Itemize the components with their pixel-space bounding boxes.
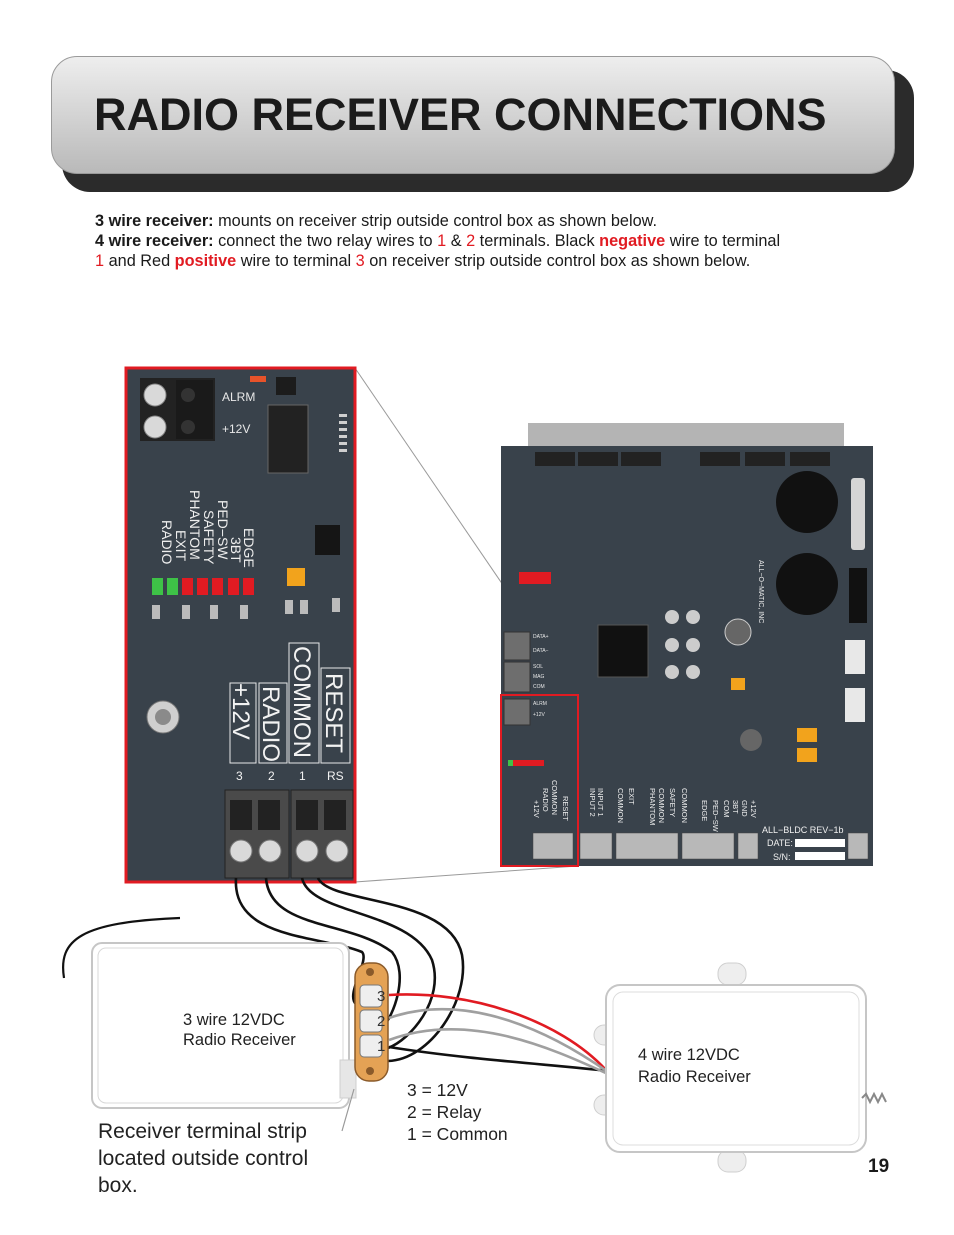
board-bl-6: COMMON: [616, 788, 625, 823]
title-banner: RADIO RECEIVER CONNECTIONS: [51, 56, 895, 174]
input-label-radio: RADIO: [159, 520, 175, 564]
board-bl-15: 3BT: [731, 800, 740, 814]
board-12v: +12V: [533, 712, 545, 718]
board-bl-11: COMMON: [680, 788, 689, 823]
legend-relay: 2 = Relay: [407, 1102, 482, 1122]
input-label-edge: EDGE: [241, 528, 257, 568]
board-date-label: DATE:: [767, 838, 793, 848]
zoom-line-bottom: [354, 865, 579, 883]
strip-caption-line1: Receiver terminal strip: [98, 1120, 307, 1143]
board-bl-13: PED−SW: [711, 800, 720, 833]
board-brand: ALL−O−MATIC, INC: [757, 560, 764, 623]
amp-text: &: [446, 232, 467, 250]
strip-number-2: 2: [377, 1013, 385, 1030]
board-bl-0: +12V: [532, 800, 541, 818]
board-com: COM: [533, 684, 545, 690]
receiver3-line2: Radio Receiver: [183, 1031, 296, 1049]
zoom-leds: [152, 578, 254, 595]
terminal-1-ref: 1: [437, 232, 447, 250]
strip-number-3: 3: [377, 988, 385, 1005]
three-wire-text: mounts on receiver strip outside control…: [213, 212, 658, 230]
receiver3-line1: 3 wire 12VDC: [183, 1011, 285, 1029]
antenna-wire: [62, 916, 181, 979]
wires-gray: [388, 1008, 609, 1076]
three-wire-receiver: [91, 942, 357, 1109]
line3-text-c: on receiver strip outside control box as…: [364, 252, 751, 270]
four-wire-receiver: [593, 962, 887, 1173]
board-bl-12: EDGE: [700, 800, 709, 821]
zoom-common-label: COMMON: [288, 646, 315, 758]
four-wire-label: 4 wire receiver:: [95, 232, 214, 250]
terminal-legend: 3 = 12V 2 = Relay 1 = Common: [407, 1079, 508, 1145]
three-wire-label: 3 wire receiver:: [95, 212, 214, 230]
board-bl-14: COM: [722, 800, 731, 818]
zoom-terminal-1: 1: [299, 769, 306, 783]
board-bl-16: GND: [740, 800, 749, 817]
alrm-label: ALRM: [222, 390, 255, 404]
terminal-3-ref: 3: [355, 252, 365, 270]
terminal-2-ref: 2: [466, 232, 476, 250]
intro-line-3: 1 and Red positive wire to terminal 3 on…: [95, 251, 895, 271]
input-label-ped-sw: PED−SW: [215, 500, 231, 560]
receiver-terminal-strip: 3 2 1: [354, 962, 389, 1082]
zoom-reset-label: RESET: [320, 673, 347, 753]
zoom-terminal-rs: RS: [327, 769, 344, 783]
board-alrm: ALRM: [533, 701, 547, 707]
board-bl-5: INPUT 1: [596, 788, 605, 817]
board-sn-label: S/N:: [773, 852, 791, 862]
input-label-3bt: 3BT: [228, 537, 244, 563]
board-bl-9: COMMON: [657, 788, 666, 823]
strip-number-1: 1: [377, 1038, 385, 1055]
strip-caption-leader: [341, 1088, 355, 1132]
four-wire-text-a: connect the two relay wires to: [213, 232, 438, 250]
four-wire-text-c: wire to terminal: [665, 232, 781, 250]
main-control-board: DATA+ DATA− SOL MAG COM ALRM +12V +12V R…: [500, 423, 873, 867]
board-bl-4: INPUT 2: [588, 788, 597, 817]
intro-text: 3 wire receiver: mounts on receiver stri…: [95, 211, 895, 271]
board-mag: MAG: [533, 674, 545, 680]
page-title: RADIO RECEIVER CONNECTIONS: [94, 89, 827, 140]
board-bl-10: SAFETY: [668, 788, 677, 817]
input-label-exit: EXIT: [173, 530, 189, 562]
four-wire-text-b: terminals. Black: [475, 232, 600, 250]
strip-caption: Receiver terminal strip located outside …: [98, 1118, 308, 1199]
strip-caption-line3: box.: [98, 1174, 138, 1197]
zoom-highlight-box: [500, 694, 579, 867]
board-bl-17: +12V: [749, 800, 758, 818]
wire-red: [388, 993, 607, 1071]
positive-word: positive: [174, 252, 237, 270]
zoom-terminal-2: 2: [268, 769, 275, 783]
receiver4-line1: 4 wire 12VDC: [638, 1046, 740, 1064]
legend-common: 1 = Common: [407, 1124, 508, 1144]
zoom-radio-label: RADIO: [257, 686, 284, 762]
input-label-phantom: PHANTOM: [187, 490, 203, 560]
board-sol: SOL: [533, 664, 543, 670]
zoom-12v-label: +12V: [227, 683, 254, 740]
strip-caption-line2: located outside control: [98, 1147, 309, 1170]
line3-text-a: and Red: [104, 252, 175, 270]
legend-12v: 3 = 12V: [407, 1080, 468, 1100]
terminal-1-ref-b: 1: [95, 252, 105, 270]
board-bl-7: EXIT: [627, 788, 636, 805]
input-label-safety: SAFETY: [201, 510, 217, 565]
intro-line-2: 4 wire receiver: connect the two relay w…: [95, 231, 895, 251]
receiver4-line2: Radio Receiver: [638, 1068, 751, 1086]
page-number: 19: [868, 1156, 890, 1177]
negative-word: negative: [599, 232, 666, 250]
board-bl-8: PHANTOM: [648, 788, 657, 825]
v12-label: +12V: [222, 422, 250, 436]
board-bl-1: RADIO: [541, 788, 550, 812]
board-bl-2: COMMON: [550, 780, 559, 815]
zoom-terminal-3: 3: [236, 769, 243, 783]
line3-text-b: wire to terminal: [236, 252, 356, 270]
board-data-minus: DATA−: [533, 648, 549, 654]
board-bl-3: RESET: [561, 796, 570, 821]
board-model: ALL−BLDC REV−1b: [762, 825, 844, 835]
board-data-plus: DATA+: [533, 634, 549, 640]
intro-line-1: 3 wire receiver: mounts on receiver stri…: [95, 211, 895, 231]
zoomed-board: ALRM +12V EDGE 3BT PED−SW SAFETY PHANTOM…: [124, 366, 357, 884]
